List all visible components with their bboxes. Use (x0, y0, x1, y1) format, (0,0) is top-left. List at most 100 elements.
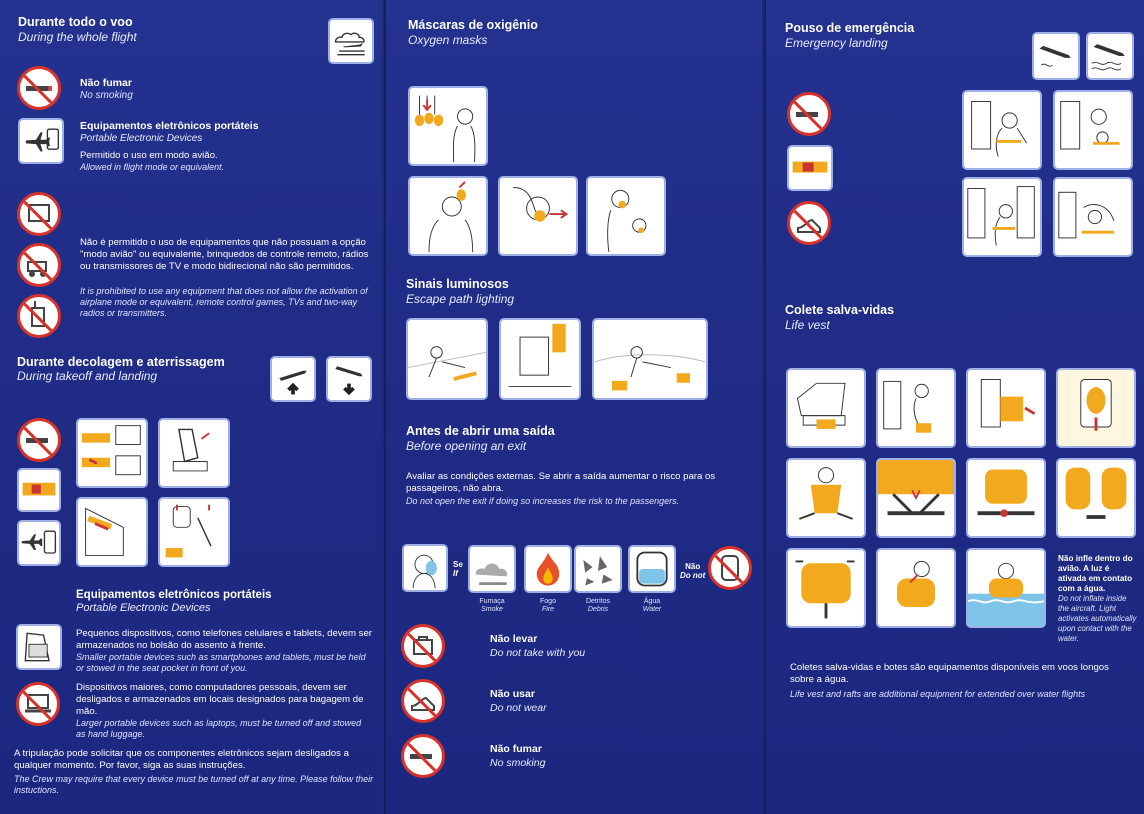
seat-back-illustration (158, 418, 230, 488)
ped-heading-en: Portable Electronic Devices (80, 133, 203, 144)
small-devices-text: Pequenos dispositivos, como telefones ce… (76, 628, 372, 651)
panel-oxygen-exits: Máscaras de oxigênio Oxygen masks Sinais… (384, 0, 762, 814)
debris-icon (574, 545, 622, 593)
ped-storage-heading: Equipamentos eletrônicos portáteis (76, 589, 272, 601)
life-vest-footer: Coletes salva-vidas e botes são equipame… (790, 662, 1109, 685)
prohibited-devices-text-en: It is prohibited to use any equipment th… (80, 286, 368, 318)
panel-emergency-landing: Pouso de emergência Emergency landing Co… (764, 0, 1144, 814)
small-devices-text-en: Smaller portable devices such as smartph… (76, 652, 366, 673)
heading-before-exit: Antes de abrir uma saída (406, 424, 555, 438)
heading-takeoff-landing: Durante decolagem e aterrissagem (17, 355, 225, 369)
put-on-vest-illustration (786, 458, 866, 538)
heading-emergency-landing-en: Emergency landing (785, 36, 888, 50)
crew-instructions-text-en: The Crew may require that every device m… (14, 774, 374, 795)
no-bags-icon (401, 624, 445, 668)
brace-forward-illustration (962, 177, 1042, 257)
no-smoking-landing-icon (787, 92, 831, 136)
fire-icon (524, 545, 572, 593)
open-pouch-illustration (966, 368, 1046, 448)
no-radio-icon (17, 294, 61, 338)
no-high-heels-icon (401, 679, 445, 723)
heading-lighting-en: Escape path lighting (406, 292, 515, 306)
ped-storage-heading-en: Portable Electronic Devices (76, 602, 211, 614)
inflate-tabs-illustration (786, 548, 866, 628)
seatbelt-icon (17, 468, 61, 512)
blow-tube-illustration (876, 548, 956, 628)
wear-mask-illustration (498, 176, 578, 256)
heading-emergency-landing: Pouso de emergência (785, 21, 915, 35)
heading-life-vest-en: Life vest (785, 318, 830, 332)
pull-mask-illustration (408, 176, 488, 256)
rule-no-smoking-en: No smoking (490, 757, 546, 769)
reach-vest-illustration (876, 368, 956, 448)
vest-package-illustration (1056, 368, 1136, 448)
takeoff-icon (270, 356, 316, 402)
prohibited-devices-text: Não é permitido o uso de equipamentos qu… (80, 237, 369, 272)
exit-instructions-en: Do not open the exit if doing so increas… (406, 496, 680, 506)
heading-takeoff-landing-en: During takeoff and landing (17, 369, 158, 383)
heading-life-vest: Colete salva-vidas (785, 303, 895, 317)
crew-instructions-text: A tripulação pode solicitar que os compo… (14, 748, 349, 771)
no-remote-control-icon (17, 243, 61, 287)
inflate-warning: Não infle dentro do avião. A luz é ativa… (1058, 554, 1133, 593)
water-icon (628, 545, 676, 593)
floor-lights-illustration (592, 318, 708, 400)
airplane-clouds-icon (328, 18, 374, 64)
inflate-warning-en: Do not inflate inside the aircraft. Ligh… (1058, 594, 1137, 643)
crawl-aisle-illustration (406, 318, 488, 400)
life-vest-footer-en: Life vest and rafts are additional equip… (790, 689, 1086, 699)
no-smoking-icon (17, 66, 61, 110)
fasten-seatbelt-icon (787, 145, 833, 191)
ped-allowed-text: Permitido o uso em modo avião. (80, 150, 218, 161)
seat-upright-illustration (76, 418, 148, 488)
do-not-open-exit-icon (708, 546, 752, 590)
adjust-vest-illustration (1056, 458, 1136, 538)
fasten-straps-illustration (876, 458, 956, 538)
window-shade-illustration (158, 497, 230, 567)
pull-straps-illustration (966, 458, 1046, 538)
smoke-icon (468, 545, 516, 593)
rule-no-heels-en: Do not wear (490, 702, 547, 714)
no-heels-landing-icon (787, 201, 831, 245)
look-outside-icon (402, 544, 448, 592)
brace-position-adult-illustration (962, 90, 1042, 170)
no-tablet-icon (17, 192, 61, 236)
heading-lighting: Sinais luminosos (406, 277, 509, 291)
vest-under-seat-illustration (786, 368, 866, 448)
devices-icon (17, 520, 61, 566)
ditching-water-icon (1086, 32, 1134, 80)
ditching-land-icon (1032, 32, 1080, 80)
rule-no-smoking: Não fumar (490, 743, 542, 755)
brace-head-down-illustration (1053, 177, 1133, 257)
heading-whole-flight: Durante todo o voo (18, 15, 133, 29)
large-devices-text: Dispositivos maiores, como computadores … (76, 682, 364, 717)
oxygen-masks-drop-illustration (408, 86, 488, 166)
airplane-mode-device-icon (18, 118, 64, 164)
seat-lighting-illustration (499, 318, 581, 400)
no-smoking-label: Não fumar (80, 77, 132, 89)
rule-no-bags-en: Do not take with you (490, 647, 586, 659)
ped-allowed-text-en: Allowed in flight mode or equivalent. (80, 162, 225, 172)
heading-whole-flight-en: During the whole flight (18, 30, 137, 44)
in-water-light-illustration (966, 548, 1046, 628)
brace-position-child-illustration (1053, 90, 1133, 170)
help-others-illustration (586, 176, 666, 256)
exit-instructions: Avaliar as condições externas. Se abrir … (406, 471, 716, 494)
heading-oxygen: Máscaras de oxigênio (408, 18, 538, 32)
rule-no-bags: Não levar (490, 633, 538, 645)
rule-no-heels: Não usar (490, 688, 535, 700)
heading-before-exit-en: Before opening an exit (406, 439, 527, 453)
tray-table-illustration (76, 497, 148, 567)
no-smoking-takeoff-icon (17, 418, 61, 462)
tablet-in-pocket-icon (16, 624, 62, 670)
landing-icon (326, 356, 372, 402)
heading-oxygen-en: Oxygen masks (408, 33, 488, 47)
panel-cabin-rules: Durante todo o voo During the whole flig… (0, 0, 382, 814)
no-smoking-exit-icon (401, 734, 445, 778)
